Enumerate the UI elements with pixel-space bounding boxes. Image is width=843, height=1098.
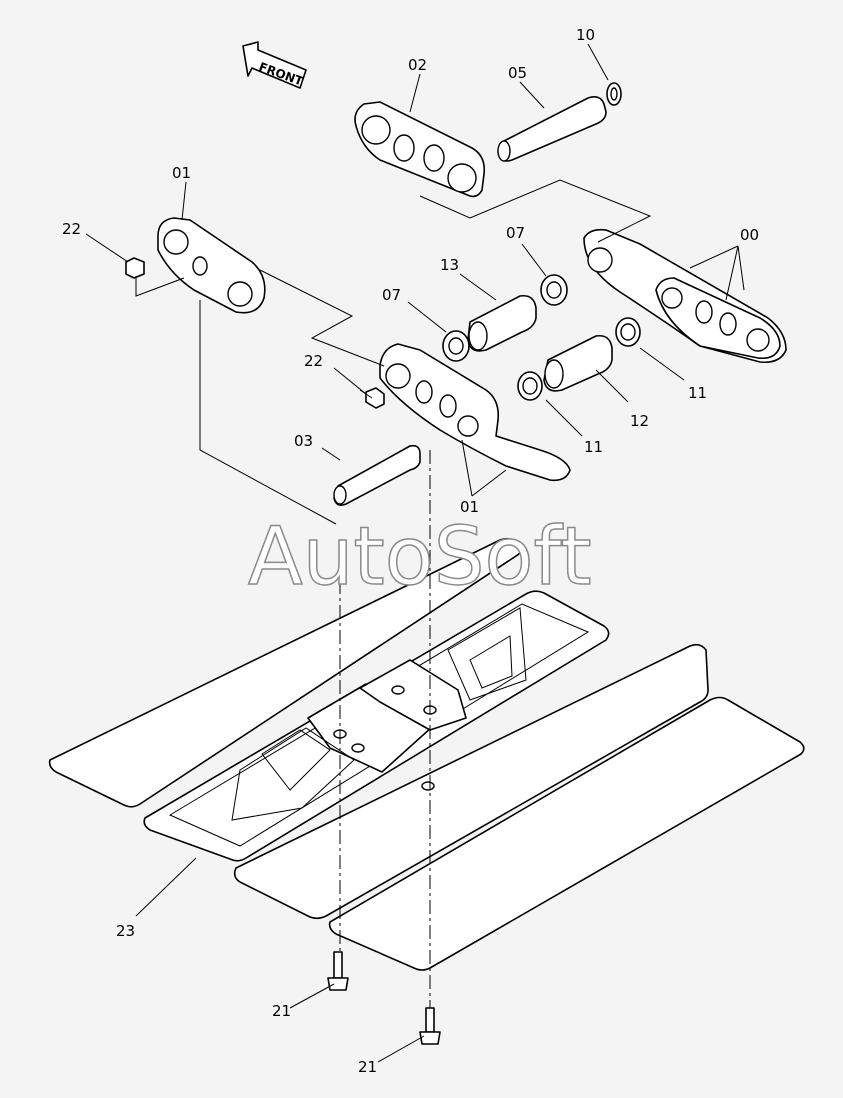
label-07-lower: 07 (382, 286, 401, 304)
label-12: 12 (630, 412, 649, 430)
label-01-lower: 01 (460, 498, 479, 516)
assembly-center-lines (135, 179, 652, 1008)
pin-03 (333, 444, 421, 506)
snap-ring-10 (606, 82, 622, 106)
link-00 (583, 228, 787, 364)
nut-22-upper (125, 257, 145, 279)
label-22-upper: 22 (62, 220, 81, 238)
link-01-lower (379, 343, 571, 482)
label-13: 13 (440, 256, 459, 274)
bolt-21-lower (419, 1007, 441, 1045)
label-01-upper: 01 (172, 164, 191, 182)
leader-lines (85, 43, 745, 1063)
bushing-12 (543, 334, 613, 392)
bolt-21-upper (327, 951, 349, 991)
front-arrow: FRONT (242, 41, 307, 89)
watermark: AutoSoft (248, 510, 592, 603)
link-02 (354, 101, 486, 198)
label-21-upper: 21 (272, 1002, 291, 1020)
spacer-07-upper (540, 274, 568, 306)
label-03: 03 (294, 432, 313, 450)
part-labels: 02 05 10 01 22 07 00 13 07 22 11 12 11 0… (62, 26, 759, 1076)
label-00: 00 (740, 226, 759, 244)
label-11-lower: 11 (584, 438, 603, 456)
label-23: 23 (116, 922, 135, 940)
label-05: 05 (508, 64, 527, 82)
nut-22-lower (365, 387, 385, 409)
label-21-lower: 21 (358, 1058, 377, 1076)
seal-11-lower (517, 371, 543, 401)
pin-05 (497, 96, 607, 162)
label-10: 10 (576, 26, 595, 44)
label-11-upper: 11 (688, 384, 707, 402)
label-02: 02 (408, 56, 427, 74)
label-22-lower: 22 (304, 352, 323, 370)
link-01-upper (157, 217, 266, 314)
label-07-upper: 07 (506, 224, 525, 242)
track-shoe-plates (48, 537, 805, 971)
spacer-07-lower (442, 330, 470, 362)
bushing-13 (467, 294, 537, 352)
seal-11-upper (615, 317, 641, 347)
